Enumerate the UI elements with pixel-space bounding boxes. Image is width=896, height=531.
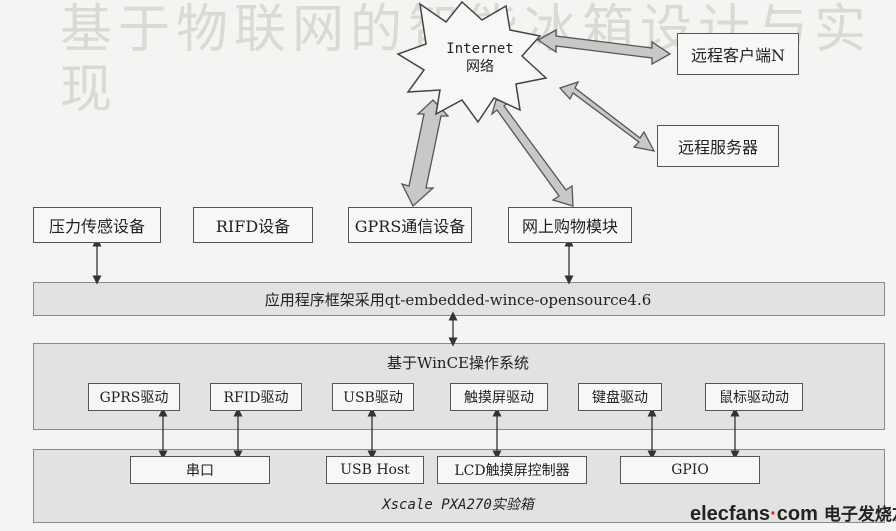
logo-brand-main: elecfans xyxy=(690,503,771,525)
device-rifd: RIFD设备 xyxy=(193,207,313,243)
hw-usb-host: USB Host xyxy=(326,456,424,484)
device-gprs-comm: GPRS通信设备 xyxy=(348,207,472,243)
hw-lcd-touch-controller: LCD触摸屏控制器 xyxy=(437,456,587,484)
arrow-cloud-shop xyxy=(490,99,574,207)
device-online-shopping: 网上购物模块 xyxy=(508,207,632,243)
cloud-line1: Internet xyxy=(446,41,514,57)
arrow-cloud-client xyxy=(536,28,672,66)
driver-touchscreen: 触摸屏驱动 xyxy=(450,383,548,411)
os-layer-title: 基于WinCE操作系统 xyxy=(386,354,530,372)
arrow-cloud-gprs xyxy=(400,99,450,208)
logo-brand-dot: · xyxy=(770,503,777,525)
hw-serial-port: 串口 xyxy=(130,456,270,484)
remote-server-box: 远程服务器 xyxy=(657,125,779,167)
logo-brand-tld: com xyxy=(776,503,818,525)
driver-rfid: RFID驱动 xyxy=(210,383,302,411)
internet-cloud-label: Internet 网络 xyxy=(430,40,530,76)
app-framework-bar xyxy=(33,282,885,316)
logo-brand-cn: 电子发烧友 xyxy=(823,505,896,524)
hw-gpio: GPIO xyxy=(620,456,760,484)
elecfans-logo: elecfans·com 电子发烧友 xyxy=(690,500,896,526)
arrow-cloud-server xyxy=(558,80,656,152)
app-framework-label: 应用程序框架采用qt-embedded-wince-opensource4.6 xyxy=(264,291,652,309)
cloud-line2: 网络 xyxy=(466,59,494,75)
internet-cloud xyxy=(396,0,548,124)
driver-mouse: 鼠标驱动动 xyxy=(705,383,803,411)
driver-gprs: GPRS驱动 xyxy=(88,383,180,411)
device-pressure-sensor: 压力传感设备 xyxy=(33,207,161,243)
hardware-layer-title: Xscale PXA270实验箱 xyxy=(382,497,534,513)
driver-keyboard: 键盘驱动 xyxy=(578,383,662,411)
driver-usb: USB驱动 xyxy=(332,383,414,411)
remote-client-box: 远程客户端N xyxy=(677,33,799,75)
